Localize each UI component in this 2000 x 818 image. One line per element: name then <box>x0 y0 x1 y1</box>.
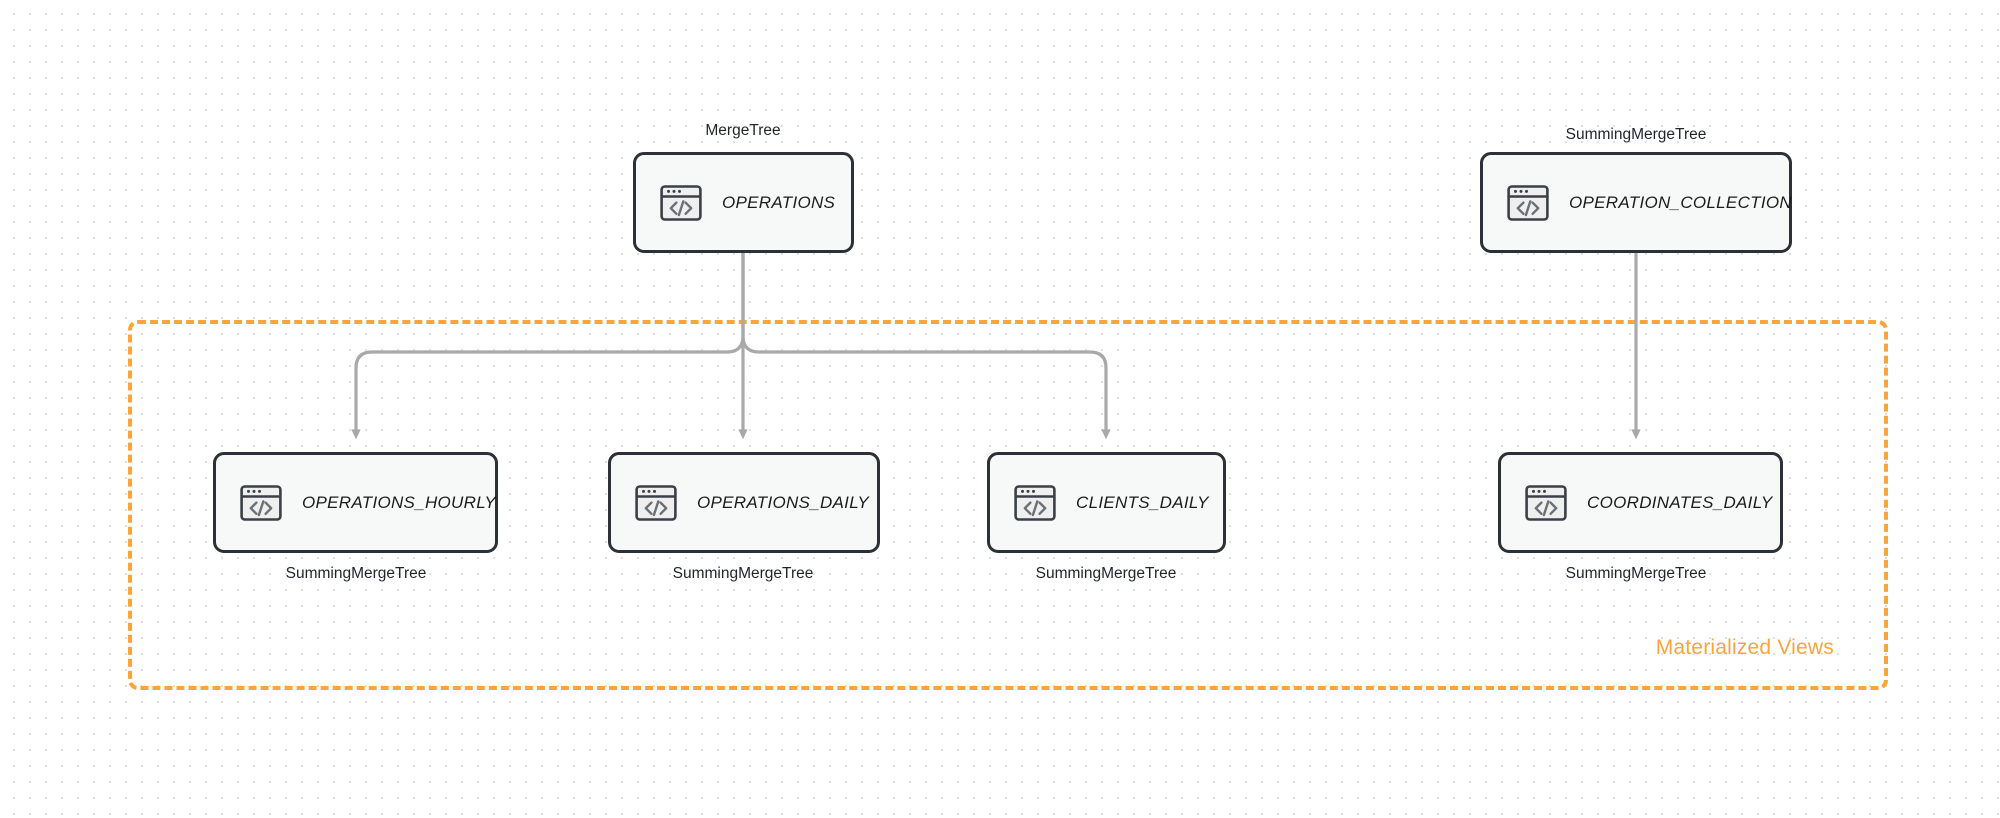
engine-label-coordinates-daily: SummingMergeTree <box>1565 565 1707 582</box>
code-window-icon <box>660 184 702 221</box>
node-label-coordinates-daily: COORDINATES_DAILY <box>1587 492 1773 512</box>
node-label-clients-daily: CLIENTS_DAILY <box>1076 492 1209 512</box>
engine-label-operation-collection: SummingMergeTree <box>1565 126 1707 143</box>
code-window-icon <box>1014 484 1056 521</box>
code-window-icon <box>240 484 282 521</box>
code-window-icon <box>1507 184 1549 221</box>
node-operations[interactable]: OPERATIONS <box>633 152 854 253</box>
node-operation-collection[interactable]: OPERATION_COLLECTION <box>1480 152 1792 253</box>
materialized-views-label: Materialized Views <box>1655 636 1834 659</box>
engine-label-operations-hourly: SummingMergeTree <box>285 565 427 582</box>
node-label-operation-collection: OPERATION_COLLECTION <box>1569 192 1792 212</box>
engine-label-operations: MergeTree <box>705 122 781 139</box>
code-window-icon <box>1525 484 1567 521</box>
code-window-icon <box>635 484 677 521</box>
node-operations-hourly[interactable]: OPERATIONS_HOURLY <box>213 452 498 553</box>
node-label-operations-daily: OPERATIONS_DAILY <box>697 492 870 512</box>
node-clients-daily[interactable]: CLIENTS_DAILY <box>987 452 1226 553</box>
engine-label-operations-daily: SummingMergeTree <box>672 565 814 582</box>
node-label-operations: OPERATIONS <box>722 192 836 212</box>
node-operations-daily[interactable]: OPERATIONS_DAILY <box>608 452 880 553</box>
node-coordinates-daily[interactable]: COORDINATES_DAILY <box>1498 452 1783 553</box>
node-label-operations-hourly: OPERATIONS_HOURLY <box>302 492 497 512</box>
engine-label-clients-daily: SummingMergeTree <box>1035 565 1177 582</box>
